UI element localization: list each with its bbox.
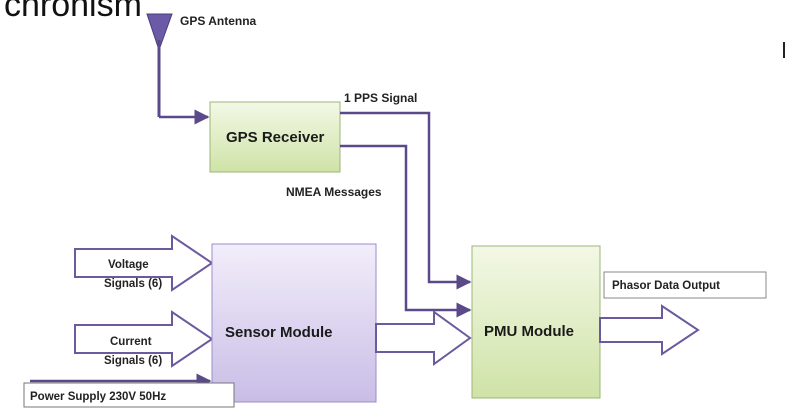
voltage-label-2: Signals (6) [104, 278, 162, 290]
phasor-output-label: Phasor Data Output [612, 280, 720, 292]
voltage-label-1: Voltage [108, 259, 149, 271]
power-supply-label: Power Supply 230V 50Hz [30, 391, 166, 403]
nmea-wire [340, 144, 472, 318]
pmu-module-block [471, 245, 601, 399]
voltage-input-arrow [74, 234, 214, 292]
gps-receiver-label: GPS Receiver [226, 129, 325, 146]
nmea-label: NMEA Messages [286, 185, 382, 199]
power-supply-box [23, 382, 235, 408]
current-label-1: Current [110, 336, 152, 348]
title-fragment: chronism [4, 0, 142, 24]
pmu-module-label: PMU Module [484, 323, 574, 340]
pps-signal-wire [340, 111, 472, 290]
current-input-arrow [74, 310, 214, 368]
phasor-output-arrow [599, 304, 700, 356]
gps-antenna-icon [146, 13, 173, 117]
pps-signal-label: 1 PPS Signal [344, 91, 417, 105]
gps-receiver-block [209, 101, 341, 173]
gps-antenna-label: GPS Antenna [180, 14, 257, 28]
sensor-module-block [211, 243, 377, 403]
sensor-module-label: Sensor Module [225, 324, 333, 341]
current-label-2: Signals (6) [104, 355, 162, 367]
phasor-output-box [603, 271, 767, 299]
sensor-to-pmu-arrow [375, 310, 472, 366]
